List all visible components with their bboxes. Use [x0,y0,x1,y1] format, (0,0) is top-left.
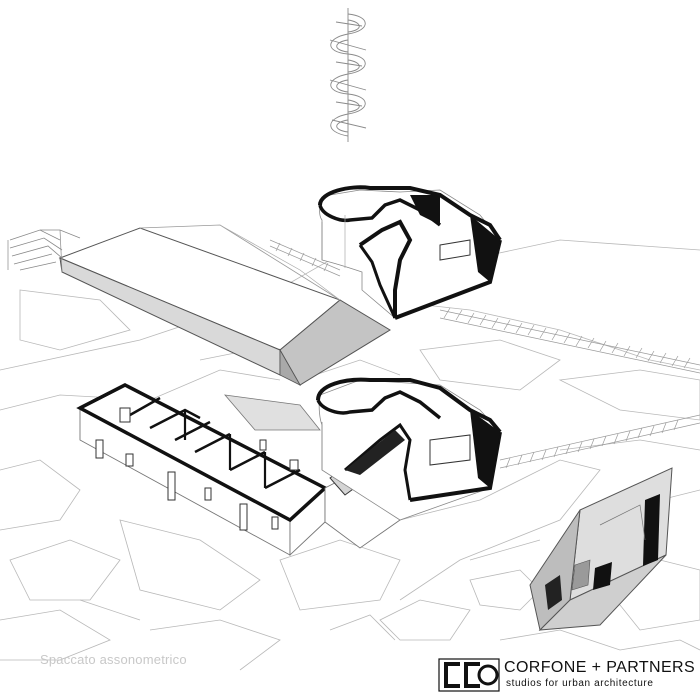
drawing-caption: Spaccato assonometrico [40,652,187,667]
lower-curved-building [316,377,502,521]
upper-long-building [7,224,391,386]
upper-curved-building [318,185,502,320]
firm-tagline: studios for urban architecture [506,678,654,689]
terrain-hatching [269,239,700,469]
firm-name: CORFONE + PARTNERS [504,659,696,676]
firm-logo: CORFONE + PARTNERS studios for urban arc… [438,658,698,694]
faceted-building [529,467,673,631]
spiral-staircase [329,8,367,142]
logo-mark-icon [438,658,500,692]
